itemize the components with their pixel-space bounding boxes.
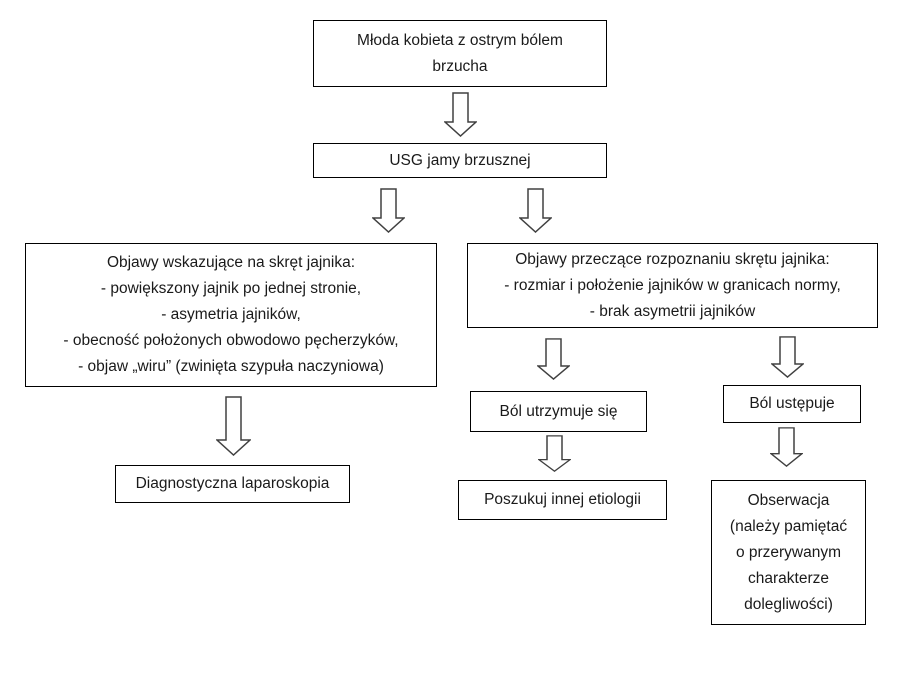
arrow-down-icon <box>537 338 570 380</box>
arrow-down-icon <box>538 435 571 472</box>
arrow-down-icon <box>444 92 477 137</box>
node-pain-subsides: Ból ustępuje <box>723 385 861 423</box>
node-pain-persists: Ból utrzymuje się <box>470 391 647 432</box>
node-signs-indicating-torsion: Objawy wskazujące na skręt jajnika: - po… <box>25 243 437 387</box>
node-diagnostic-laparoscopy: Diagnostyczna laparoskopia <box>115 465 350 503</box>
arrow-down-icon <box>216 396 251 456</box>
arrow-down-icon <box>770 427 803 467</box>
node-signs-contradicting-torsion: Objawy przeczące rozpoznaniu skrętu jajn… <box>467 243 878 328</box>
node-usg: USG jamy brzusznej <box>313 143 607 178</box>
node-start: Młoda kobieta z ostrym bólem brzucha <box>313 20 607 87</box>
arrow-down-icon <box>519 188 552 233</box>
node-seek-other-etiology: Poszukuj innej etiologii <box>458 480 667 520</box>
arrow-down-icon <box>771 336 804 378</box>
node-observation: Obserwacja (należy pamiętać o przerywany… <box>711 480 866 625</box>
arrow-down-icon <box>372 188 405 233</box>
